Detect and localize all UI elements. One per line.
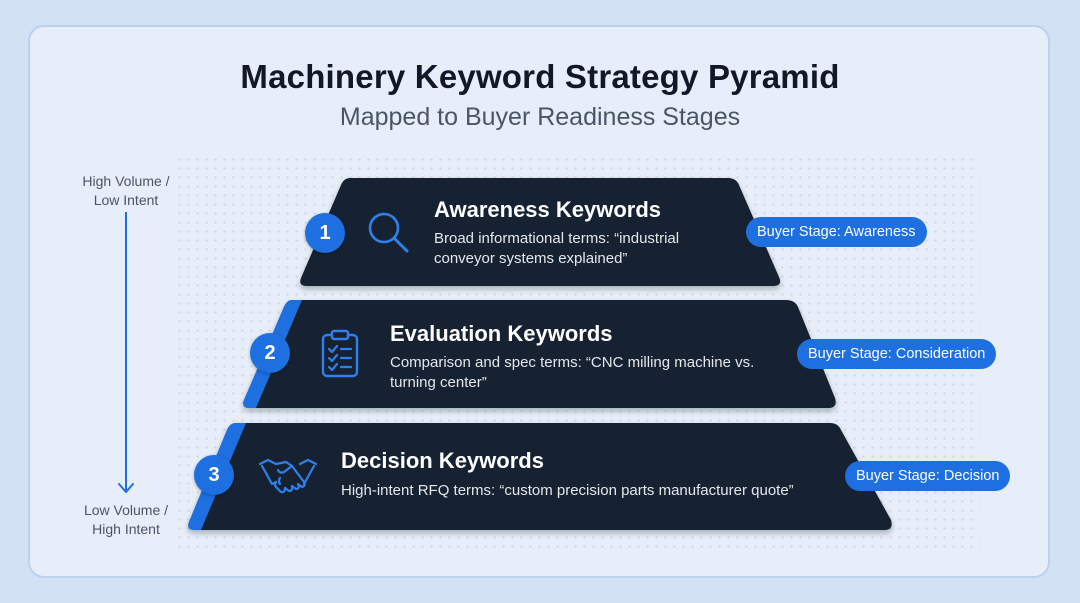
- tier-2-title: Evaluation Keywords: [390, 321, 613, 346]
- clipboard-checklist-icon: [321, 329, 359, 378]
- axis-top-line1: High Volume /: [82, 173, 170, 189]
- tier-3-stage-badge: Buyer Stage: Decision: [845, 461, 1011, 491]
- magnifier-icon: [368, 212, 409, 253]
- tier-2-desc-line2: turning center”: [390, 374, 487, 391]
- axis-top-label: High Volume / Low Intent: [71, 172, 181, 210]
- tier-3-desc-line1: High-intent RFQ terms: “custom precision…: [341, 482, 794, 499]
- axis-top-line2: Low Intent: [93, 192, 159, 208]
- tier-2-number-badge: 2: [250, 333, 290, 373]
- tier-3-title: Decision Keywords: [341, 448, 544, 473]
- tier-1-title: Awareness Keywords: [434, 197, 662, 222]
- tier-1-description: Broad informational terms: “industrial c…: [434, 229, 679, 269]
- tier-1-desc-line2: conveyor systems explained”: [434, 250, 628, 267]
- page-subtitle: Mapped to Buyer Readiness Stages: [339, 103, 741, 131]
- tier-1-stage-badge: Buyer Stage: Awareness: [746, 217, 927, 247]
- tier-3-number-badge: 3: [194, 455, 234, 495]
- axis-bottom-line2: High Intent: [92, 521, 160, 537]
- tier-3-description: High-intent RFQ terms: “custom precision…: [341, 481, 794, 501]
- tier-2-desc-line1: Comparison and spec terms: “CNC milling …: [390, 354, 755, 371]
- tier-1-number-badge: 1: [305, 213, 345, 253]
- tier-2-description: Comparison and spec terms: “CNC milling …: [390, 353, 754, 393]
- down-arrow-icon: [118, 212, 134, 493]
- page-title: Machinery Keyword Strategy Pyramid: [240, 58, 840, 95]
- tier-2-stage-badge: Buyer Stage: Consideration: [797, 339, 997, 369]
- tier-1-shape: [300, 178, 781, 286]
- tier-1-desc-line1: Broad informational terms: “industrial: [434, 230, 680, 247]
- axis-bottom-line1: Low Volume /: [83, 502, 169, 518]
- handshake-icon: [258, 458, 318, 494]
- axis-bottom-label: Low Volume / High Intent: [71, 501, 181, 539]
